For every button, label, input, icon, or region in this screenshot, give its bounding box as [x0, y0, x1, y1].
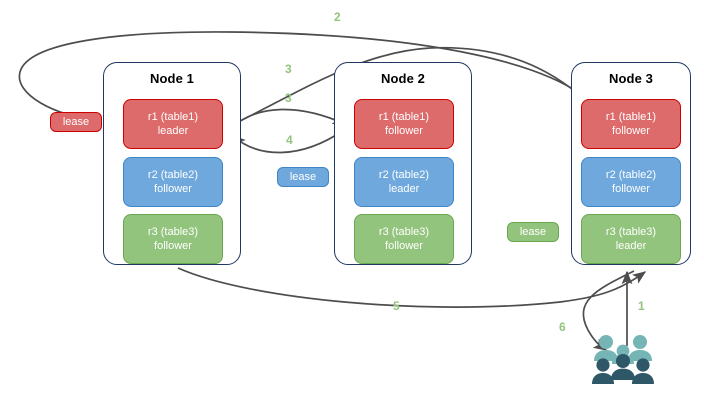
- step-4-label: 4: [286, 133, 293, 147]
- replica-line2: leader: [615, 240, 647, 252]
- replica-line2: follower: [612, 183, 650, 195]
- replica-line2: follower: [385, 240, 423, 252]
- node-2-box[interactable]: Node 2 r1 (table1) follower r2 (table2) …: [334, 62, 472, 265]
- replica-line2: follower: [385, 125, 423, 137]
- replica-line1: r2 (table2): [605, 169, 657, 181]
- replica-line2: leader: [388, 183, 420, 195]
- node-3-replica-r2[interactable]: r2 (table2) follower: [581, 157, 681, 207]
- step-3-upper-label: 3: [285, 62, 292, 76]
- replica-line2: follower: [612, 125, 650, 137]
- replica-line2: follower: [154, 183, 192, 195]
- node-2-replica-r2[interactable]: r2 (table2) leader: [354, 157, 454, 207]
- replica-line2: leader: [157, 125, 189, 137]
- node-1-replica-r2[interactable]: r2 (table2) follower: [123, 157, 223, 207]
- step-5-label: 5: [393, 299, 400, 313]
- node-1-title: Node 1: [150, 71, 194, 86]
- edge-5-forward: [177, 267, 647, 308]
- node-3-box[interactable]: Node 3 r1 (table1) follower r2 (table2) …: [571, 62, 691, 265]
- node-3-replica-r3[interactable]: r3 (table3) leader: [581, 214, 681, 264]
- replica-line1: r1 (table1): [605, 111, 657, 123]
- lease-label: lease: [62, 116, 90, 128]
- replica-line2: follower: [154, 240, 192, 252]
- step-2-label: 2: [334, 10, 341, 24]
- replica-line1: r3 (table3): [605, 226, 657, 238]
- node-1-box[interactable]: Node 1 r1 (table1) leader r2 (table2) fo…: [103, 62, 241, 265]
- lease-label: lease: [519, 226, 547, 238]
- step-1-label: 1: [638, 299, 645, 313]
- edge-3-lower: [230, 108, 347, 129]
- node-1-replica-r1[interactable]: r1 (table1) leader: [123, 99, 223, 149]
- lease-green-box[interactable]: lease: [507, 222, 559, 242]
- node-2-replica-r3[interactable]: r3 (table3) follower: [354, 214, 454, 264]
- replica-line1: r1 (table1): [147, 111, 199, 123]
- node-2-title: Node 2: [381, 71, 425, 86]
- replica-line1: r1 (table1): [378, 111, 430, 123]
- node-2-replica-r1[interactable]: r1 (table1) follower: [354, 99, 454, 149]
- lease-blue-box[interactable]: lease: [277, 167, 329, 187]
- node-1-replica-r3[interactable]: r3 (table3) follower: [123, 214, 223, 264]
- replica-line1: r3 (table3): [378, 226, 430, 238]
- replica-line1: r3 (table3): [147, 226, 199, 238]
- step-6-label: 6: [559, 320, 566, 334]
- replica-line1: r2 (table2): [147, 169, 199, 181]
- replica-line1: r2 (table2): [378, 169, 430, 181]
- node-3-replica-r1[interactable]: r1 (table1) follower: [581, 99, 681, 149]
- lease-label: lease: [289, 171, 317, 183]
- people-group-icon: [592, 335, 654, 384]
- step-3-lower-label: 3: [285, 91, 292, 105]
- node-3-title: Node 3: [609, 71, 653, 86]
- lease-red-box[interactable]: lease: [50, 112, 102, 132]
